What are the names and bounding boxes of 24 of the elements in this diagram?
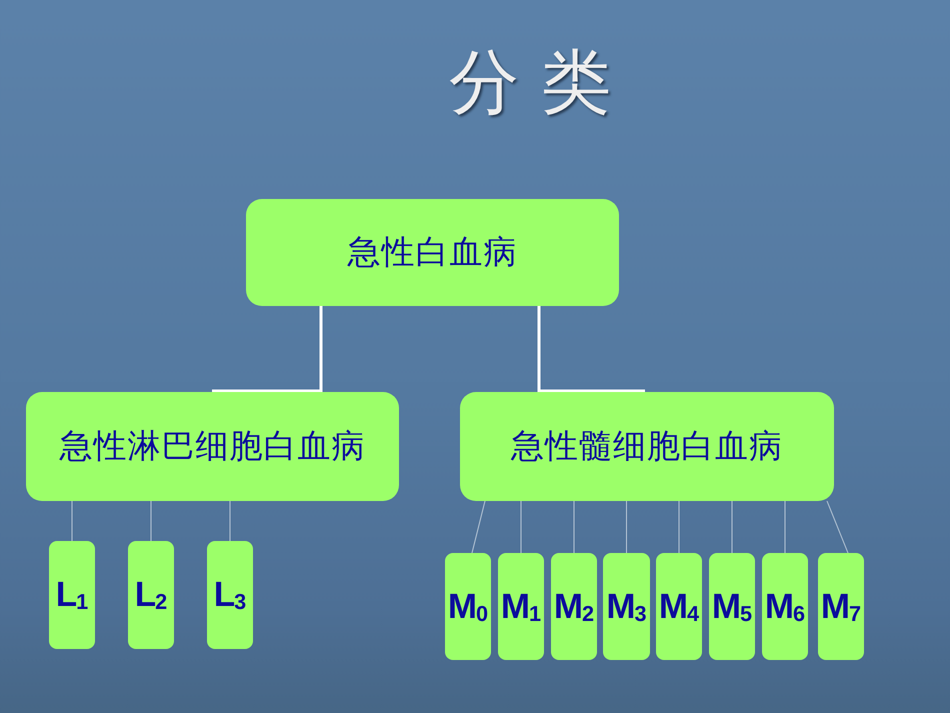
connector-line	[150, 500, 152, 542]
category-box: 急性淋巴细胞白血病	[26, 392, 399, 501]
connector-line	[784, 500, 786, 554]
subtype-box: M$_{0}$	[445, 553, 491, 660]
subtype-box: L$_{1}$	[49, 541, 95, 649]
subtype-box: L$_{3}$	[207, 541, 253, 649]
connector-line	[538, 306, 645, 392]
connector-line	[826, 500, 848, 554]
connector-line	[212, 306, 322, 392]
connector-line	[678, 500, 680, 554]
subtype-box: M$_{2}$	[551, 553, 597, 660]
subtype-box: M$_{5}$	[709, 553, 755, 660]
subtype-box: M$_{4}$	[656, 553, 702, 660]
subtype-box: M$_{6}$	[762, 553, 808, 660]
connector-line	[626, 500, 627, 554]
connector-line	[472, 500, 486, 554]
subtype-box: M$_{7}$	[818, 553, 864, 660]
subtype-box: L$_{2}$	[128, 541, 174, 649]
category-box: 急性白血病	[246, 199, 619, 306]
category-box: 急性髓细胞白血病	[460, 392, 834, 501]
subtype-box: M$_{3}$	[603, 553, 650, 660]
subtype-box: M$_{1}$	[498, 553, 544, 660]
connector-line	[520, 500, 522, 554]
title: 分 类	[448, 40, 612, 125]
